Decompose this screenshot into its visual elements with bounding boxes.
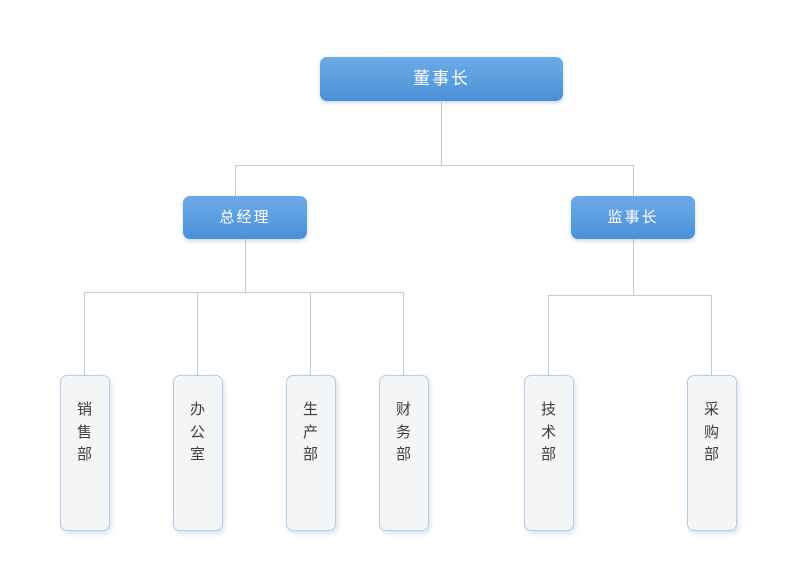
- node-chairman-label: 董事长: [413, 68, 470, 89]
- node-general-manager[interactable]: 总经理: [183, 196, 307, 239]
- node-purchasing-char-2: 部: [703, 445, 720, 463]
- node-finance-label: 财 务 部: [380, 376, 428, 530]
- node-production-char-0: 生: [302, 400, 319, 418]
- connector-general-manager-stem: [245, 239, 246, 293]
- node-technology-char-2: 部: [540, 445, 557, 463]
- node-finance-department[interactable]: 财 务 部: [379, 375, 429, 531]
- node-finance-char-1: 务: [395, 422, 412, 441]
- node-chairman[interactable]: 董事长: [320, 57, 563, 101]
- connector-to-sales: [84, 292, 85, 376]
- connector-chief-supervisor-stem: [633, 239, 634, 296]
- node-general-manager-label: 总经理: [219, 208, 271, 226]
- node-office-char-0: 办: [189, 400, 206, 418]
- connector-to-finance: [403, 292, 404, 376]
- node-technology-char-1: 术: [540, 422, 557, 441]
- node-office-char-1: 公: [189, 422, 206, 441]
- node-finance-char-2: 部: [395, 445, 412, 463]
- node-technology-char-0: 技: [540, 400, 557, 418]
- node-finance-char-0: 财: [395, 400, 412, 418]
- connector-left-group-bus: [84, 292, 404, 293]
- connector-to-purchasing: [711, 295, 712, 376]
- node-production-char-2: 部: [302, 445, 319, 463]
- connector-level2-bus: [235, 165, 634, 166]
- node-purchasing-label: 采 购 部: [688, 376, 736, 530]
- connector-to-general-manager: [235, 165, 236, 196]
- connector-right-group-bus: [548, 295, 711, 296]
- connector-to-office: [197, 292, 198, 376]
- node-office-char-2: 室: [189, 445, 206, 463]
- node-sales-char-1: 售: [76, 422, 93, 441]
- node-office-department[interactable]: 办 公 室: [173, 375, 223, 531]
- connector-to-technology: [548, 295, 549, 376]
- node-chief-supervisor-label: 监事长: [607, 208, 659, 226]
- node-technology-department[interactable]: 技 术 部: [524, 375, 574, 531]
- node-production-label: 生 产 部: [287, 376, 335, 530]
- connector-to-chief-supervisor: [633, 165, 634, 196]
- node-chief-supervisor[interactable]: 监事长: [571, 196, 695, 239]
- node-technology-label: 技 术 部: [525, 376, 573, 530]
- connector-to-production: [310, 292, 311, 376]
- node-sales-char-0: 销: [76, 400, 93, 418]
- node-purchasing-char-1: 购: [703, 422, 720, 441]
- node-sales-char-2: 部: [76, 445, 93, 463]
- node-production-char-1: 产: [302, 422, 319, 441]
- node-production-department[interactable]: 生 产 部: [286, 375, 336, 531]
- connector-chairman-stem: [441, 101, 442, 165]
- node-sales-department[interactable]: 销 售 部: [60, 375, 110, 531]
- node-purchasing-char-0: 采: [703, 400, 720, 418]
- node-office-label: 办 公 室: [174, 376, 222, 530]
- node-purchasing-department[interactable]: 采 购 部: [687, 375, 737, 531]
- node-sales-label: 销 售 部: [61, 376, 109, 530]
